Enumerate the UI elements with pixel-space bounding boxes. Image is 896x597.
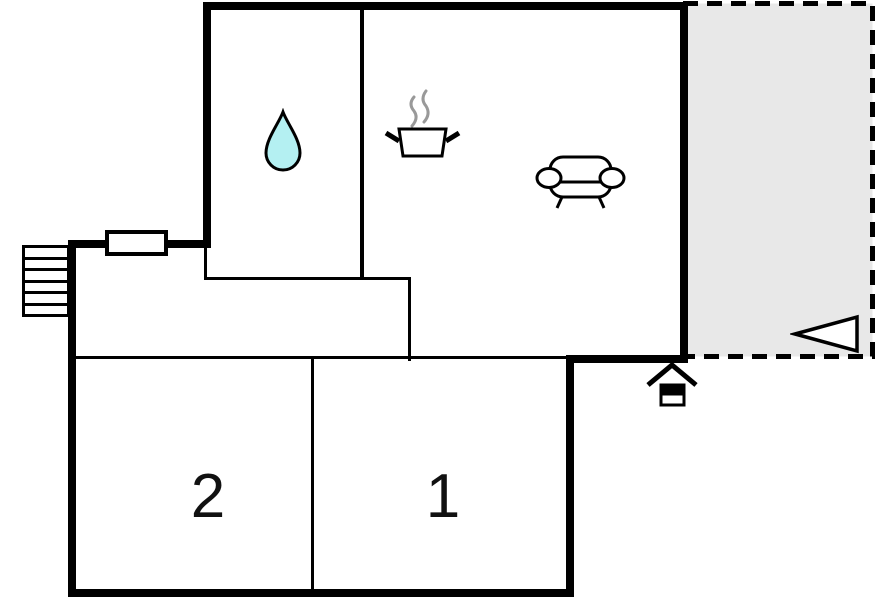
stair-step [25,283,67,294]
wall-bedrooms-top [76,356,568,359]
direction-triangle-shape [790,314,859,354]
sofa-leg [555,196,564,209]
stairs-icon [22,245,70,317]
window-icon [105,230,168,256]
room-label-bedroom-1: 1 [425,462,461,531]
water-drop-icon [264,108,302,172]
pot-handle-left [384,130,401,144]
wall-bottom [68,589,574,597]
wall-living-bottom [566,355,688,363]
wall-bathroom-bottom [204,277,411,280]
sofa-leg [597,196,606,209]
stair-step [25,306,67,315]
steam-line [421,89,430,124]
stair-step [25,294,67,306]
wall-bedroom-right [566,355,574,597]
direction-triangle-icon [790,314,859,354]
wall-hall-right [408,277,411,361]
room-label-bedroom-2: 2 [190,462,226,531]
sofa-icon [535,155,626,209]
steam-line [409,95,418,128]
terrace-dashed-outline [683,1,875,359]
wall-top [203,2,688,10]
wall-bedroom-divider [311,356,314,589]
wall-bathroom-left [204,248,207,280]
stair-step [25,271,67,283]
sofa-armrest-right [598,167,626,189]
water-drop-shape [264,108,302,172]
cooking-pot-icon [384,89,461,158]
terrace-area [683,1,875,359]
stair-step [25,248,67,260]
house-entrance-icon [646,361,698,407]
wall-left [68,240,76,597]
sofa-armrest-left [535,167,563,189]
house-roof [646,361,698,387]
pot-handle-right [444,130,461,144]
wall-bathroom-right [360,2,364,280]
wall-right [680,2,688,363]
pot-body [397,127,448,158]
wall-left-upper [203,2,211,248]
house-body-top [659,383,686,396]
stair-step [25,260,67,271]
